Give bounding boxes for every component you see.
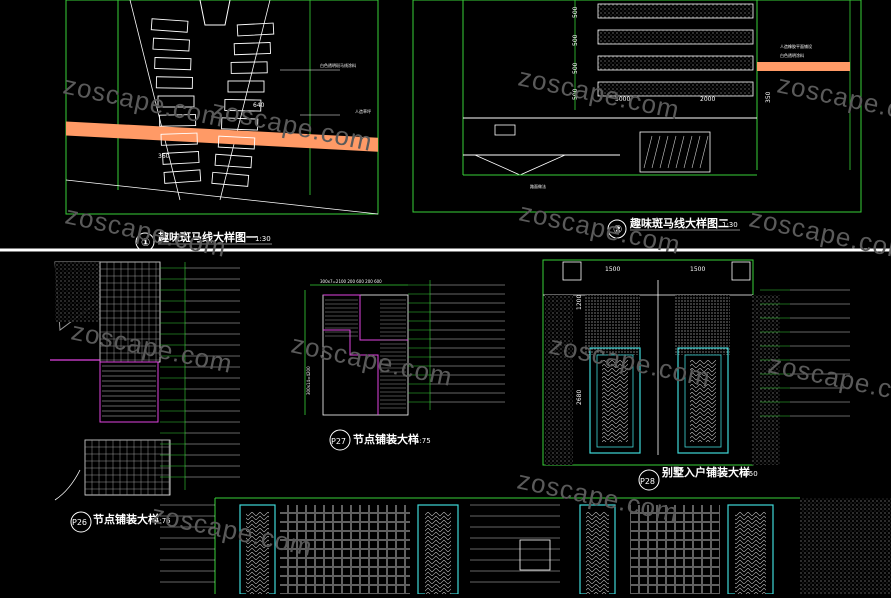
- zebra1-title: 趣味斑马线大样图一: [157, 230, 257, 244]
- zebra1-scale: 1:30: [255, 235, 271, 243]
- dim-350: 350: [765, 91, 772, 103]
- p28-dim-1500-b: 1500: [690, 266, 705, 273]
- p28-dim-1500-a: 1500: [605, 266, 620, 273]
- dim-500-a: 500: [572, 6, 579, 18]
- zebra-block: [162, 151, 200, 165]
- herringbone-block: [639, 131, 711, 173]
- zebra-block: [217, 135, 256, 150]
- zebra-block: [160, 132, 198, 146]
- zebra-crossing-detail-2: 500 500 500 500 5000 2000 350 人造橡胶平面铺设 白…: [412, 0, 862, 239]
- zebra-block: [154, 57, 192, 71]
- herringbone-line: [643, 135, 653, 169]
- bottom-paving-elevation: [160, 497, 891, 595]
- zebra-block: [211, 171, 250, 187]
- p28-dim-1200: 1200: [576, 295, 583, 310]
- zebra-block: [221, 117, 259, 131]
- dim-640: 640: [253, 102, 265, 109]
- herringbone-line: [675, 135, 685, 169]
- zebra2-note-2: 白色透明涂料: [780, 52, 804, 58]
- zebra-bar: [597, 81, 754, 97]
- zebra-block: [230, 61, 268, 74]
- p28-scale: 1:50: [742, 470, 758, 478]
- p27-title: 节点铺装大样: [353, 432, 419, 446]
- zebra2-note-3: 路面做法: [530, 183, 546, 189]
- p28-dim-2680: 2680: [576, 390, 583, 405]
- herringbone-line: [699, 135, 709, 169]
- zebra1-note-1: 白色透明斑马线涂料: [320, 62, 356, 68]
- zebra-block: [157, 95, 195, 108]
- p27-dim-top: 300x7=2100 200 600 200 600: [320, 279, 382, 284]
- zebra2-note-1: 人造橡胶平面铺设: [780, 43, 812, 49]
- zebra2-title: 趣味斑马线大样图二: [629, 216, 729, 230]
- zebra-block: [159, 114, 197, 127]
- p28-title: 别墅入户铺装大样: [661, 465, 750, 479]
- zebra-bar: [597, 3, 754, 19]
- p26-scale: 1:75: [155, 517, 171, 525]
- zebra-bar: [597, 29, 754, 45]
- dim-360: 360: [158, 153, 170, 160]
- herringbone-line: [651, 135, 661, 169]
- p27-tag: P27: [331, 437, 346, 446]
- zebra-block: [214, 153, 253, 169]
- dim-5000: 5000: [615, 96, 630, 103]
- dim-500-d: 500: [572, 88, 579, 100]
- orange-road-band-2: [757, 62, 850, 71]
- herringbone-line: [659, 135, 669, 169]
- villa-entry-paving-detail-p28: 1500 1500 1200 2680 P28 别墅入户铺装大样 1:50: [542, 259, 850, 491]
- herringbone-line: [691, 135, 701, 169]
- p27-scale: 1:75: [415, 437, 431, 445]
- dim-500-c: 500: [572, 62, 579, 74]
- zebra-crossing-detail-1: 640 360 白色透明斑马线涂料 人造草坪 ① 趣味斑马线大样图一 1:30: [65, 0, 379, 252]
- zebra1-number: ①: [141, 236, 150, 249]
- herringbone-line: [667, 135, 677, 169]
- zebra-block: [155, 76, 193, 89]
- p28-tag: P28: [640, 477, 655, 486]
- zebra-block: [233, 42, 271, 56]
- zebra-block: [224, 99, 262, 112]
- p26-tag: P26: [72, 518, 87, 527]
- node-paving-detail-p26: P26 节点铺装大样 1:75: [50, 261, 240, 533]
- zebra2-number: ②: [613, 223, 622, 236]
- dim-2000: 2000: [700, 96, 715, 103]
- zebra-block: [163, 169, 202, 184]
- zebra-bar: [597, 55, 754, 71]
- herringbone-line: [683, 135, 693, 169]
- zebra-block: [227, 80, 265, 93]
- p26-title: 节点铺装大样: [93, 512, 159, 526]
- zebra-block: [236, 22, 275, 37]
- node-paving-detail-p27: 300x7=2100 200 600 200 600 300x14=4200 P…: [304, 279, 505, 451]
- zebra1-note-2: 人造草坪: [355, 108, 371, 114]
- zebra-block: [152, 37, 190, 52]
- dim-500-b: 500: [572, 34, 579, 46]
- zebra-block: [150, 18, 189, 33]
- zebra2-scale: 1:30: [722, 221, 738, 229]
- p27-dim-side: 300x14=4200: [306, 366, 311, 395]
